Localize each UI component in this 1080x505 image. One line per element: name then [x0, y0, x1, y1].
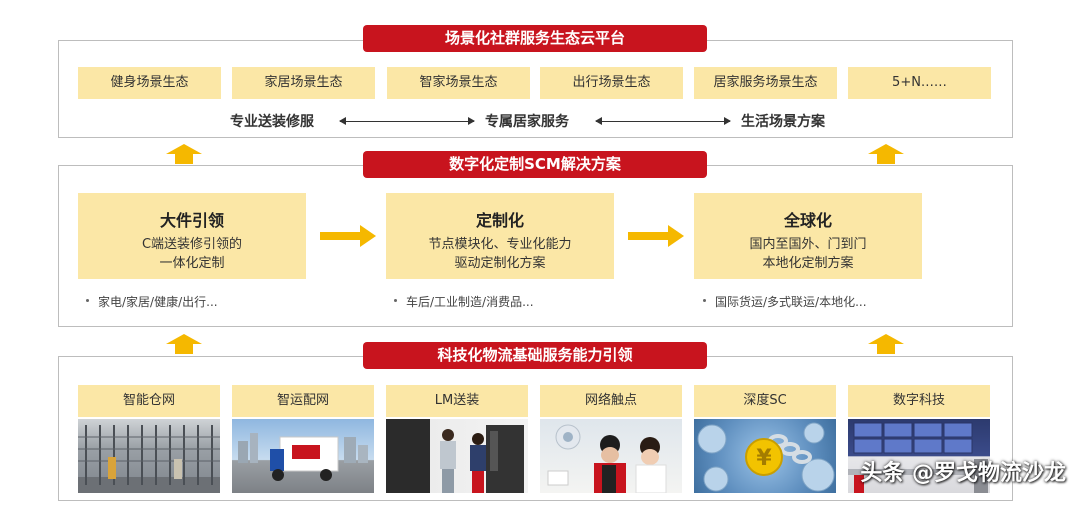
truck-photo — [232, 419, 374, 493]
solution-box-large: 大件引领 C端送装修引领的一体化定制 — [78, 193, 306, 279]
box-desc: 节点模块化、专业化能力驱动定制化方案 — [428, 237, 572, 271]
up-arrow-icon — [166, 144, 202, 164]
tile-label: 深度SC — [694, 385, 836, 417]
double-arrow-icon — [595, 117, 731, 125]
right-arrow-icon — [320, 225, 376, 247]
tile-label: LM送装 — [386, 385, 528, 417]
solution-box-custom: 定制化 节点模块化、专业化能力驱动定制化方案 — [386, 193, 614, 279]
scene-tile-fitness: 健身场景生态 — [78, 67, 221, 99]
chain-gear-photo: ¥ — [694, 419, 836, 493]
scene-tile-travel: 出行场景生态 — [540, 67, 683, 99]
bullet-item: 车后/工业制造/消费品... — [394, 293, 534, 310]
box-desc: 国内至国外、门到门本地化定制方案 — [749, 237, 867, 271]
box-title: 全球化 — [783, 211, 832, 230]
bullet-item: 家电/家居/健康/出行... — [86, 293, 218, 310]
bullet-item: 国际货运/多式联运/本地化... — [703, 293, 867, 310]
box-title: 大件引领 — [159, 211, 224, 230]
tile-label: 智能仓网 — [78, 385, 220, 417]
box-desc: C端送装修引领的一体化定制 — [141, 237, 243, 271]
up-arrow-icon — [868, 144, 904, 164]
up-arrow-icon — [166, 334, 202, 354]
service-photo — [540, 419, 682, 493]
scene-tile-smart-home: 智家场景生态 — [387, 67, 530, 99]
tile-label: 网络触点 — [540, 385, 682, 417]
watermark: 头条 @罗戈物流沙龙 — [860, 461, 1066, 486]
service-home: 专属居家服务 — [485, 114, 569, 130]
capability-tile: 智运配网 — [232, 385, 374, 493]
box-title: 定制化 — [475, 211, 524, 230]
scene-tile-home: 家居场景生态 — [232, 67, 375, 99]
right-arrow-icon — [628, 225, 684, 247]
capability-tile: 深度SC ¥ — [694, 385, 836, 493]
tile-label: 智运配网 — [232, 385, 374, 417]
control-room-photo — [848, 419, 990, 493]
install-photo — [386, 419, 528, 493]
double-arrow-icon — [339, 117, 475, 125]
capability-tile: 网络触点 — [540, 385, 682, 493]
top-banner: 场景化社群服务生态云平台 — [363, 25, 707, 52]
capability-tile: 数字科技 — [848, 385, 990, 493]
service-scenario: 生活场景方案 — [741, 114, 825, 130]
scene-tile-home-service: 居家服务场景生态 — [694, 67, 837, 99]
up-arrow-icon — [868, 334, 904, 354]
capability-tile: LM送装 — [386, 385, 528, 493]
tile-label: 数字科技 — [848, 385, 990, 417]
service-install: 专业送装修服 — [230, 114, 314, 130]
svg-text:¥: ¥ — [756, 446, 772, 471]
bottom-banner: 科技化物流基础服务能力引领 — [363, 342, 707, 369]
capability-tile: 智能仓网 — [78, 385, 220, 493]
scene-tile-more: 5+N…… — [848, 67, 991, 99]
solution-box-global: 全球化 国内至国外、门到门本地化定制方案 — [694, 193, 922, 279]
middle-banner: 数字化定制SCM解决方案 — [363, 151, 707, 178]
warehouse-photo — [78, 419, 220, 493]
